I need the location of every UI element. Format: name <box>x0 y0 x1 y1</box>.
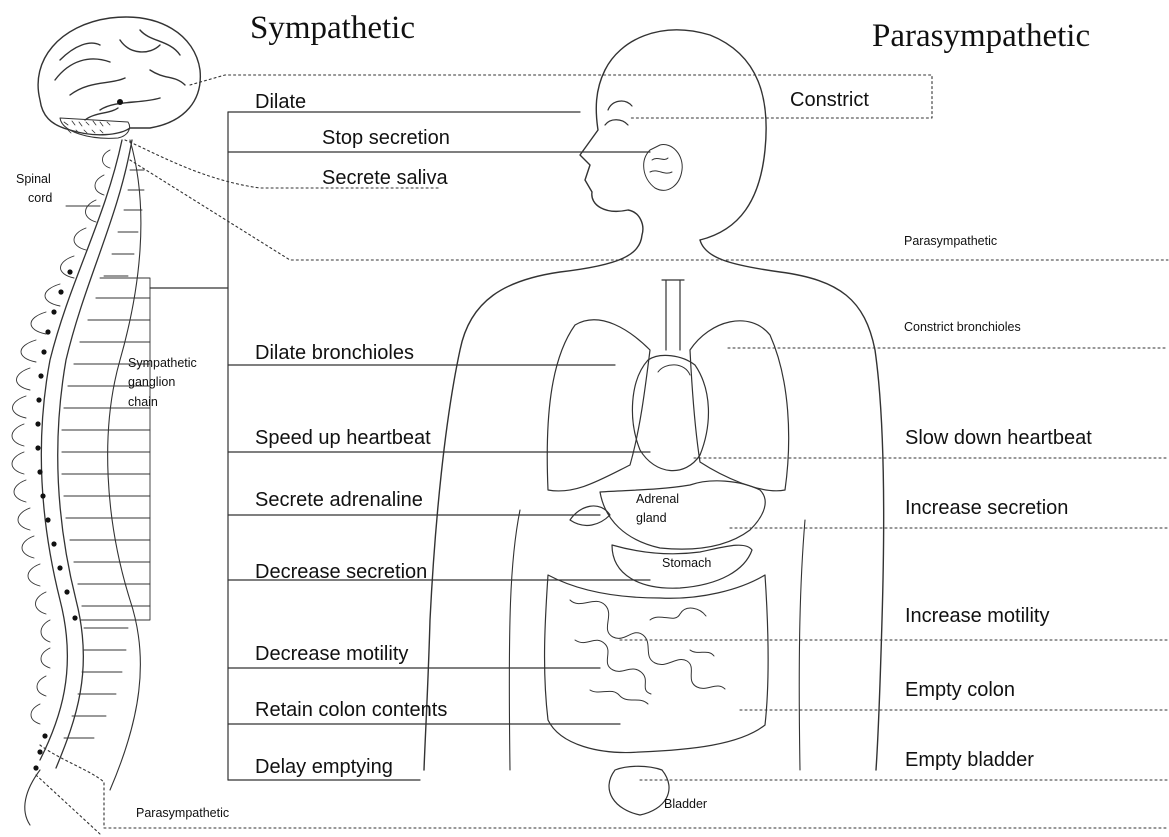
sym-effect-secrete-adrenaline: Secrete adrenaline <box>255 490 423 510</box>
sym-effect-speed-heartbeat: Speed up heartbeat <box>255 428 431 448</box>
para-effect-increase-motility: Increase motility <box>905 606 1050 626</box>
internal-organs <box>545 280 789 815</box>
para-effect-empty-bladder: Empty bladder <box>905 750 1034 770</box>
sym-effect-dilate-bronchioles: Dilate bronchioles <box>255 343 414 363</box>
stomach-label: Stomach <box>662 554 711 573</box>
parasympathetic-heading: Parasympathetic <box>872 20 1090 53</box>
body-outline <box>424 30 884 770</box>
sympathetic-heading: Sympathetic <box>250 12 415 45</box>
para-effect-increase-secretion: Increase secretion <box>905 498 1068 518</box>
ganglion-chain-label: Sympathetic ganglion chain <box>128 354 197 412</box>
sym-effect-delay-emptying: Delay emptying <box>255 757 393 777</box>
bladder-label: Bladder <box>664 795 707 814</box>
para-effect-slow-heartbeat: Slow down heartbeat <box>905 428 1092 448</box>
sym-effect-decrease-motility: Decrease motility <box>255 644 408 664</box>
para-effect-constrict-pupil: Constrict <box>790 90 869 110</box>
para-effect-empty-colon: Empty colon <box>905 680 1015 700</box>
spinal-column <box>12 140 144 825</box>
parasympathetic-dotted-lines <box>36 75 1168 834</box>
sym-effect-stop-secretion: Stop secretion <box>322 128 450 148</box>
brain <box>38 17 200 138</box>
sym-effect-secrete-saliva: Secrete saliva <box>322 168 448 188</box>
parasympathetic-sacral-label: Parasympathetic <box>136 804 229 823</box>
spinal-cord-label: Spinal cord <box>16 170 52 209</box>
adrenal-gland-label: Adrenal gland <box>636 490 679 529</box>
sym-effect-decrease-secretion: Decrease secretion <box>255 562 427 582</box>
parasympathetic-cranial-label: Parasympathetic <box>904 232 997 251</box>
para-effect-constrict-bronchioles: Constrict bronchioles <box>904 318 1021 337</box>
sym-effect-dilate-pupil: Dilate <box>255 92 306 112</box>
sym-effect-retain-colon: Retain colon contents <box>255 700 447 720</box>
ganglion-chain-lines <box>62 278 150 620</box>
